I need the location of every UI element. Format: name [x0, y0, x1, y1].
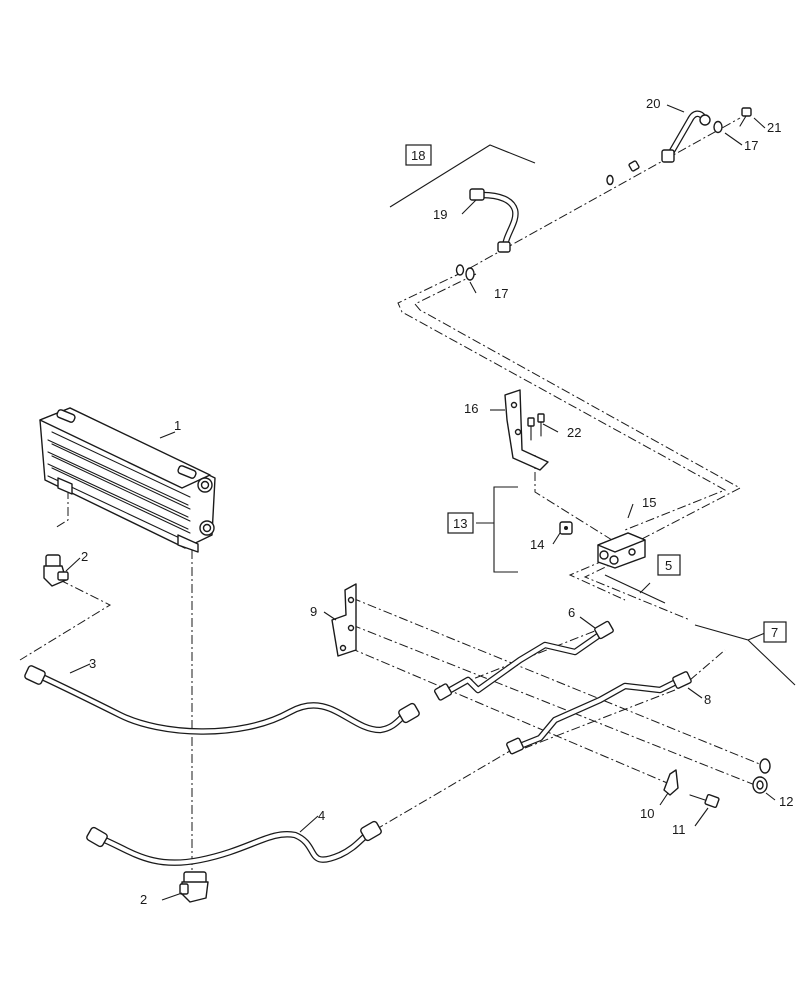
callout-4: 4	[318, 808, 325, 823]
fitting-near-18	[628, 160, 640, 172]
boxed-callouts: 18 13 5 7	[405, 144, 787, 643]
callout-11: 11	[672, 822, 686, 837]
callout-20: 20	[646, 96, 660, 111]
callout-16: 16	[464, 401, 478, 416]
callout-8: 8	[704, 692, 711, 707]
bolt-11	[689, 793, 720, 809]
callout-2-lower: 2	[140, 892, 147, 907]
callout-9: 9	[310, 604, 317, 619]
callout-6: 6	[568, 605, 575, 620]
oil-cooler	[39, 407, 216, 553]
callout-22: 22	[567, 425, 581, 440]
hose-3	[24, 665, 420, 735]
callout-19: 19	[433, 207, 447, 222]
tube-20	[661, 110, 711, 163]
callout-5: 5	[665, 558, 672, 573]
o-rings-17	[455, 120, 723, 281]
callout-10: 10	[640, 806, 654, 821]
callout-2-upper: 2	[81, 549, 88, 564]
callout-17-upper: 17	[744, 138, 758, 153]
callout-leaders	[65, 104, 776, 901]
steel-line-5	[433, 620, 614, 701]
callout-13: 13	[453, 516, 467, 531]
clip-10	[663, 769, 679, 796]
callout-14: 14	[530, 537, 544, 552]
washers-12	[752, 758, 771, 794]
callout-7: 7	[771, 625, 778, 640]
elbow-fitting-upper	[43, 554, 69, 587]
callout-21: 21	[767, 120, 781, 135]
elbow-fitting-lower	[179, 871, 209, 903]
steel-line-7	[506, 671, 692, 755]
callout-1: 1	[174, 418, 181, 433]
callout-12: 12	[779, 794, 793, 809]
callout-3: 3	[89, 656, 96, 671]
tube-19	[469, 188, 519, 253]
bolts-22	[527, 413, 545, 441]
plug-14	[559, 521, 573, 535]
hose-4	[86, 820, 382, 866]
bolt-21	[739, 107, 752, 127]
callout-labels: 1 2 2 3 4 6 8 9 10 11 12 14 15 16 17 17 …	[81, 96, 793, 907]
bracket-16	[504, 389, 549, 471]
callout-17-lower: 17	[494, 286, 508, 301]
assembly-brackets	[389, 144, 796, 686]
callout-18: 18	[411, 148, 425, 163]
manifold-block-15	[597, 532, 646, 569]
bracket-9	[331, 583, 357, 657]
callout-15: 15	[642, 495, 656, 510]
